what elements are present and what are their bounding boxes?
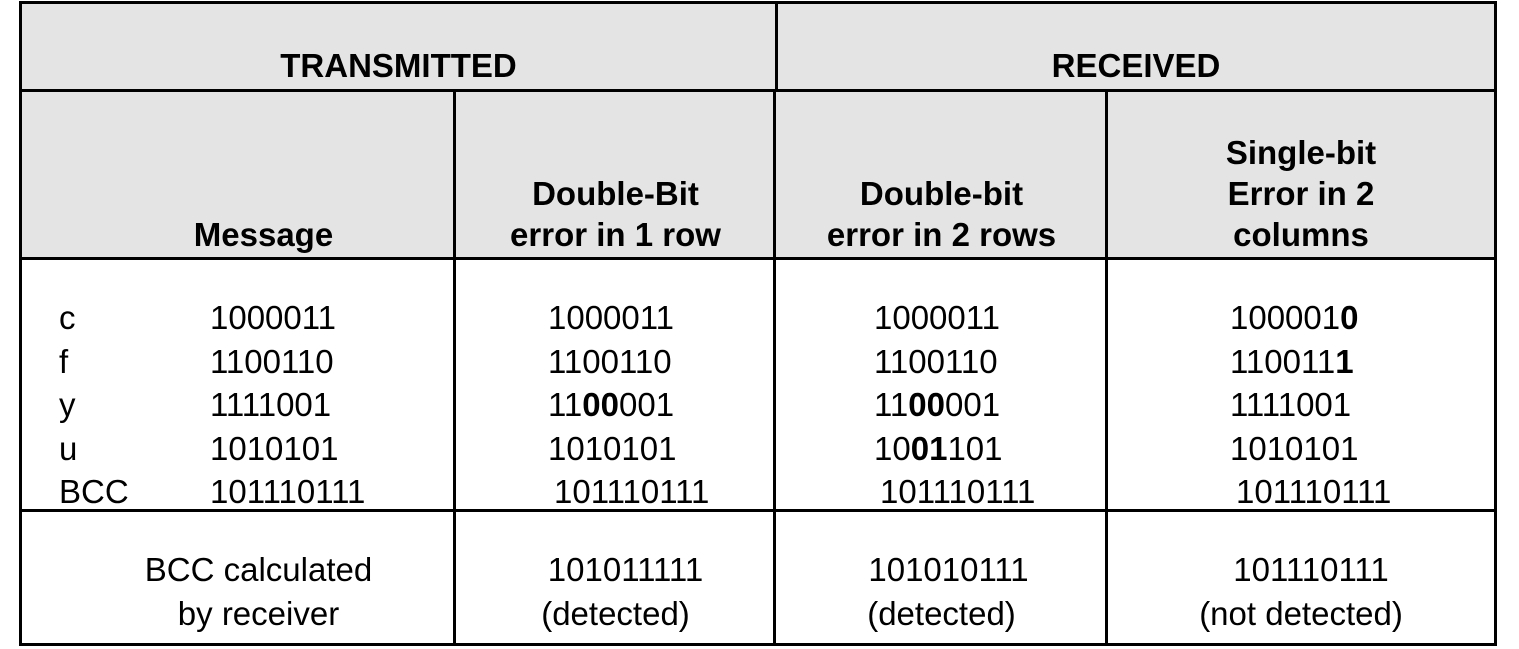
double-bit-1-row-values: 1000011 1100110 1100001 1010101 10111011… [548,296,709,514]
detection-status: (detected) [541,595,690,632]
table-row: 1100110 [874,342,998,380]
calculated-bcc: 101011111 [547,551,704,588]
footer-result-3: 101110111 (not detected) [1108,548,1494,636]
table-row: 101110111 [1236,473,1392,510]
error-bits: 00 [908,386,945,423]
message-values: 1000011 1100110 1111001 1010101 10111011… [210,299,366,510]
single-bit-2-columns-values: 1000010 1100111 1111001 1010101 10111011… [1230,296,1391,514]
column-header-double-bit-1-row: Double-Bit error in 1 row [453,89,775,259]
table-row: 101110111 [554,473,710,510]
data-cell-single-bit-2-columns: 1000010 1100111 1111001 1010101 10111011… [1105,257,1497,511]
table-row: 1000011 [874,299,1001,336]
column-title-single-bit-2-columns: Single-bit Error in 2 columns [1225,134,1377,253]
footer-cell-double-bit-2-rows: 101010111 (detected) [773,509,1107,646]
table-row: 1100111 [1230,342,1354,380]
row-labels: c f y u BCC [59,299,129,510]
footer-result-1: 101011111 (detected) [456,548,775,636]
column-title-double-bit-2-rows: Double-bit error in 2 rows [826,175,1057,253]
footer-label-cell: BCC calculated by receiver [19,509,455,646]
detection-status: (not detected) [1199,595,1403,632]
footer-cell-double-bit-1-row: 101011111 (detected) [453,509,775,646]
detection-status: (detected) [867,595,1016,632]
table-row: 1111001 [1230,386,1352,423]
calculated-bcc: 101110111 [1233,551,1389,588]
table-row: 1001101 [874,429,1003,467]
table-row: 1010101 [1230,429,1359,467]
error-bits: 00 [582,386,619,423]
group-title-transmitted: TRANSMITTED [280,47,517,84]
data-cell-message: c f y u BCC 1000011 1100110 1111001 1010… [19,257,455,511]
footer-result-2: 101010111 (detected) [776,548,1107,636]
table-row: 1000010 [1230,299,1359,336]
table-row: 1000011 [548,299,675,336]
group-header-received: RECEIVED [775,1,1497,91]
bcc-error-table: TRANSMITTED RECEIVED Message Double-Bit … [19,1,1497,646]
table-row: 1100001 [874,386,1001,423]
column-header-double-bit-2-rows: Double-bit error in 2 rows [773,89,1107,259]
data-cell-double-bit-1-row: 1000011 1100110 1100001 1010101 10111011… [453,257,775,511]
calculated-bcc: 101010111 [868,551,1029,588]
column-header-message: Message [19,89,455,259]
error-bits: 01 [910,429,948,467]
error-bit: 1 [1335,342,1354,380]
footer-label: BCC calculated by receiver [144,551,373,632]
column-header-single-bit-2-columns: Single-bit Error in 2 columns [1105,89,1497,259]
error-bit: 0 [1340,299,1359,336]
footer-cell-single-bit-2-columns: 101110111 (not detected) [1105,509,1497,646]
double-bit-2-rows-values: 1000011 1100110 1100001 1001101 10111011… [874,296,1035,514]
column-title-message: Message [193,216,334,253]
table-row: 1100110 [548,342,672,380]
group-header-transmitted: TRANSMITTED [19,1,775,91]
data-cell-double-bit-2-rows: 1000011 1100110 1100001 1001101 10111011… [773,257,1107,511]
group-title-received: RECEIVED [1051,47,1221,84]
table-row: 1010101 [548,429,677,467]
column-title-double-bit-1-row: Double-Bit error in 1 row [510,175,721,253]
table-row: 101110111 [880,473,1036,510]
table-row: 1100001 [548,386,675,423]
